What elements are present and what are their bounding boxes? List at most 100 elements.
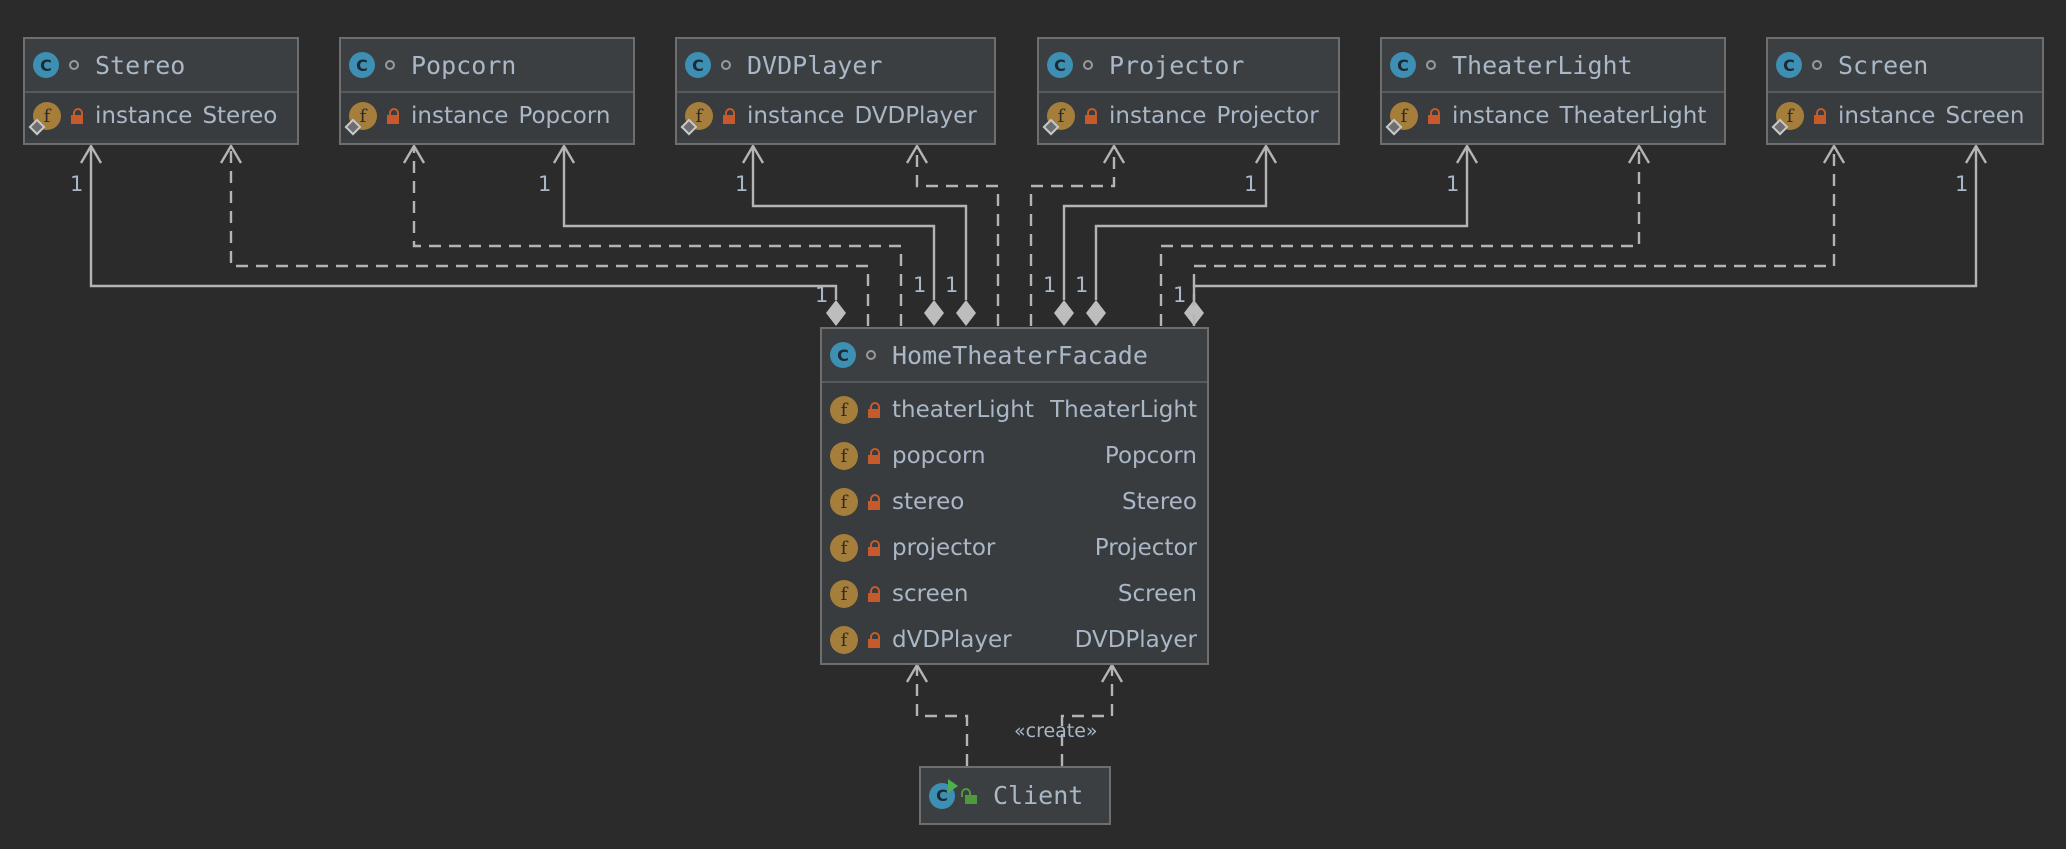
field-name: instance xyxy=(1838,103,1936,129)
field-type: Stereo xyxy=(202,103,278,129)
field-name: instance xyxy=(95,103,193,129)
field-type: Projector xyxy=(1216,103,1319,129)
composition-diamond xyxy=(1054,300,1074,326)
dependency-line[interactable] xyxy=(412,146,903,326)
dependency-line[interactable] xyxy=(1192,146,1836,326)
field-icon: f xyxy=(830,534,858,562)
field-icon: f xyxy=(1771,102,1804,136)
field-type: Screen xyxy=(1117,581,1197,607)
composition-line[interactable] xyxy=(89,146,838,300)
create-stereotype-label: «create» xyxy=(1014,720,1098,742)
package-private-icon xyxy=(1083,60,1093,70)
class-icon: C xyxy=(830,342,856,368)
private-lock-icon xyxy=(1428,108,1440,124)
dependency-line[interactable] xyxy=(915,146,1000,326)
field-icon: f xyxy=(28,102,61,136)
package-private-icon xyxy=(721,60,731,70)
create-dependency-line[interactable] xyxy=(1060,665,1114,766)
class-name: Stereo xyxy=(95,50,186,80)
open-arrowhead xyxy=(905,143,929,164)
field-icon: f xyxy=(830,488,858,516)
multiplicity-label: 1 xyxy=(70,172,84,196)
class-icon: C xyxy=(349,52,375,78)
class-name: Screen xyxy=(1838,50,1929,80)
field-name: instance xyxy=(1452,103,1550,129)
public-lock-icon xyxy=(961,787,977,804)
dependency-line[interactable] xyxy=(1159,146,1641,326)
dependency-line[interactable] xyxy=(1029,146,1116,326)
package-private-icon xyxy=(866,350,876,360)
private-lock-icon xyxy=(71,108,83,124)
class-stereo[interactable]: C Stereo f instance Stereo xyxy=(23,37,299,145)
field-name: screen xyxy=(892,581,969,607)
field-name: instance xyxy=(411,103,509,129)
open-arrowhead xyxy=(741,143,765,164)
field-name: theaterLight xyxy=(892,397,1034,423)
open-arrowhead xyxy=(1964,143,1988,164)
field-icon: f xyxy=(830,396,858,424)
class-dvdplayer[interactable]: C DVDPlayer f instance DVDPlayer xyxy=(675,37,996,145)
field-name: instance xyxy=(747,103,845,129)
field-name: dVDPlayer xyxy=(892,627,1012,653)
multiplicity-label: 1 xyxy=(735,172,749,196)
field-row[interactable]: f stereo Stereo xyxy=(822,479,1207,525)
composition-line[interactable] xyxy=(1094,146,1469,300)
run-arrow-icon xyxy=(948,778,958,793)
runnable-class-icon: C xyxy=(929,778,958,809)
class-name: DVDPlayer xyxy=(747,50,883,80)
composition-line[interactable] xyxy=(1062,146,1268,300)
class-icon: C xyxy=(33,52,59,78)
field-icon: f xyxy=(680,102,713,136)
package-private-icon xyxy=(1426,60,1436,70)
field-type: Stereo xyxy=(1122,489,1197,515)
field-icon: f xyxy=(1042,102,1075,136)
field-type: DVDPlayer xyxy=(854,103,977,129)
composition-line[interactable] xyxy=(751,146,968,300)
private-lock-icon xyxy=(868,448,880,464)
field-icon: f xyxy=(830,626,858,654)
multiplicity-label: 1 xyxy=(945,273,959,297)
class-icon: C xyxy=(1390,52,1416,78)
open-arrowhead xyxy=(219,143,243,164)
open-arrowhead xyxy=(402,143,426,164)
open-arrowhead xyxy=(1822,143,1846,164)
multiplicity-label: 1 xyxy=(1075,273,1089,297)
class-name: TheaterLight xyxy=(1452,50,1633,80)
multiplicity-label: 1 xyxy=(1955,172,1969,196)
dependency-line[interactable] xyxy=(229,146,870,326)
open-arrowhead xyxy=(552,143,576,164)
package-private-icon xyxy=(69,60,79,70)
composition-diamond xyxy=(1086,300,1106,326)
composition-line[interactable] xyxy=(562,146,936,300)
open-arrowhead xyxy=(1254,143,1278,164)
package-private-icon xyxy=(385,60,395,70)
field-type: Popcorn xyxy=(518,103,611,129)
composition-diamond xyxy=(924,300,944,326)
open-arrowhead xyxy=(1455,143,1479,164)
class-icon: C xyxy=(685,52,711,78)
composition-diamond xyxy=(1184,300,1204,326)
class-icon: C xyxy=(1776,52,1802,78)
dependency-line[interactable] xyxy=(915,665,969,766)
class-name: Client xyxy=(993,781,1084,810)
multiplicity-label: 1 xyxy=(1043,273,1057,297)
field-type: DVDPlayer xyxy=(1074,627,1197,653)
field-name: stereo xyxy=(892,489,965,515)
composition-line[interactable] xyxy=(1192,146,1978,300)
private-lock-icon xyxy=(868,402,880,418)
class-client[interactable]: C Client xyxy=(919,766,1111,825)
field-name: projector xyxy=(892,535,996,561)
field-row[interactable]: f dVDPlayer DVDPlayer xyxy=(822,617,1207,663)
open-arrowhead xyxy=(1627,143,1651,164)
multiplicity-label: 1 xyxy=(913,273,927,297)
